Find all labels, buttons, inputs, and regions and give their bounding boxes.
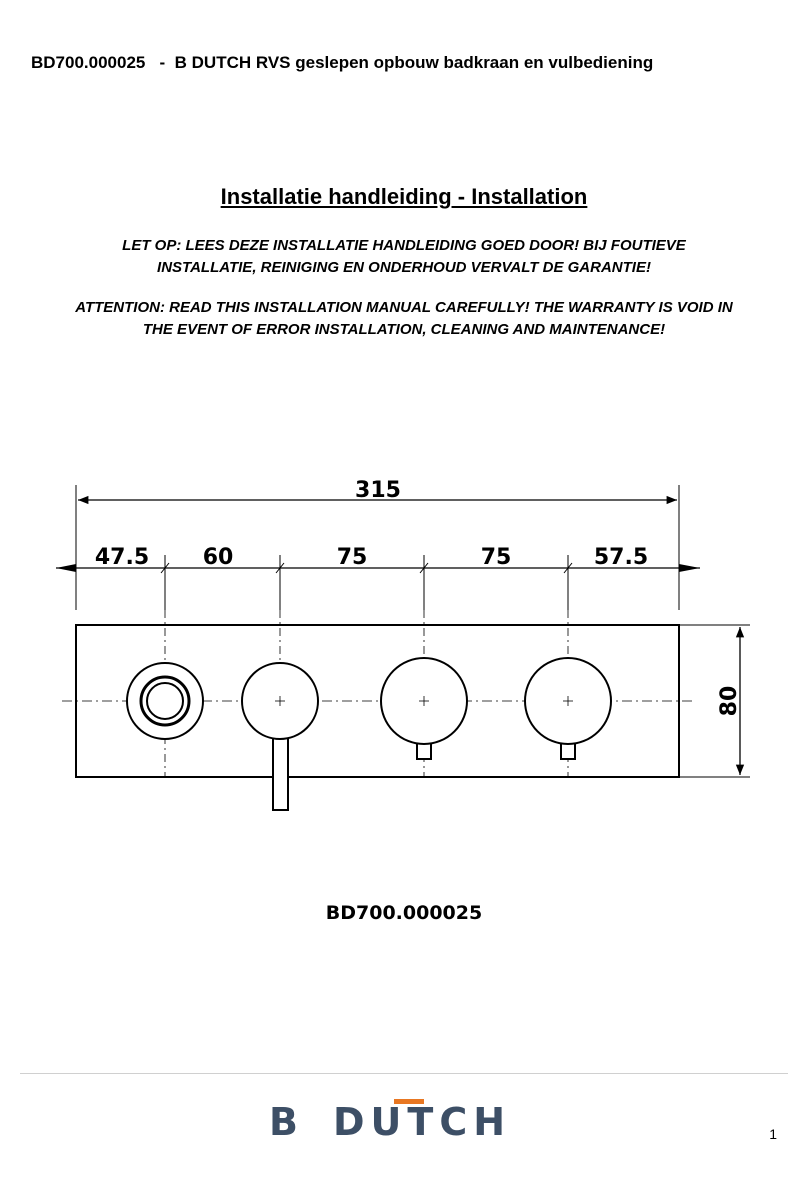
footer-divider xyxy=(20,1073,788,1074)
dimension-segment-2: 60 xyxy=(203,545,234,570)
installation-title: Installatie handleiding - Installation xyxy=(220,184,588,209)
warning-dutch: LET OP: LEES DEZE INSTALLATIE HANDLEIDIN… xyxy=(20,235,788,279)
dimension-height-label: 80 xyxy=(717,686,742,717)
model-number-caption: BD700.000025 xyxy=(325,902,483,924)
document-header-title: BD700.000025 - B DUTCH RVS geslepen opbo… xyxy=(31,53,654,72)
logo-letter-b: B xyxy=(269,1100,302,1144)
dimension-total-label: 315 xyxy=(355,478,401,503)
logo-accent-bar xyxy=(394,1099,424,1104)
valve-knob-2 xyxy=(524,657,612,760)
warning-english: ATTENTION: READ THIS INSTALLATION MANUAL… xyxy=(20,297,788,341)
extension-lines xyxy=(75,485,750,778)
page-number: 1 xyxy=(769,1126,777,1142)
dimension-segment-1: 47.5 xyxy=(95,545,149,570)
mixer-lever-handle xyxy=(241,662,319,811)
dimension-segment-4: 75 xyxy=(481,545,512,570)
warning-dutch-line2: INSTALLATIE, REINIGING EN ONDERHOUD VERV… xyxy=(157,259,651,276)
dimension-total: 315 xyxy=(77,478,677,505)
b-dutch-logo: B DUTCH xyxy=(0,1095,808,1150)
dimension-segment-3: 75 xyxy=(337,545,368,570)
spout-outlet xyxy=(126,662,204,740)
b-dutch-logo-graphic: B DUTCH xyxy=(269,1099,511,1144)
dimension-segments: 47.5 60 75 75 57.5 xyxy=(56,545,700,574)
warning-english-line2: THE EVENT OF ERROR INSTALLATION, CLEANIN… xyxy=(142,321,666,338)
dimension-height: 80 xyxy=(717,627,745,775)
technical-drawing: 315 47.5 60 75 75 57.5 80 xyxy=(56,478,750,811)
warning-dutch-line1: LET OP: LEES DEZE INSTALLATIE HANDLEIDIN… xyxy=(122,237,686,254)
valve-knob-1 xyxy=(380,657,468,760)
logo-word-dutch: DUTCH xyxy=(333,1100,511,1144)
center-marks xyxy=(275,696,573,706)
warning-english-line1: ATTENTION: READ THIS INSTALLATION MANUAL… xyxy=(75,299,733,316)
vertical-center-lines xyxy=(164,610,569,777)
dimension-segment-5: 57.5 xyxy=(594,545,648,570)
